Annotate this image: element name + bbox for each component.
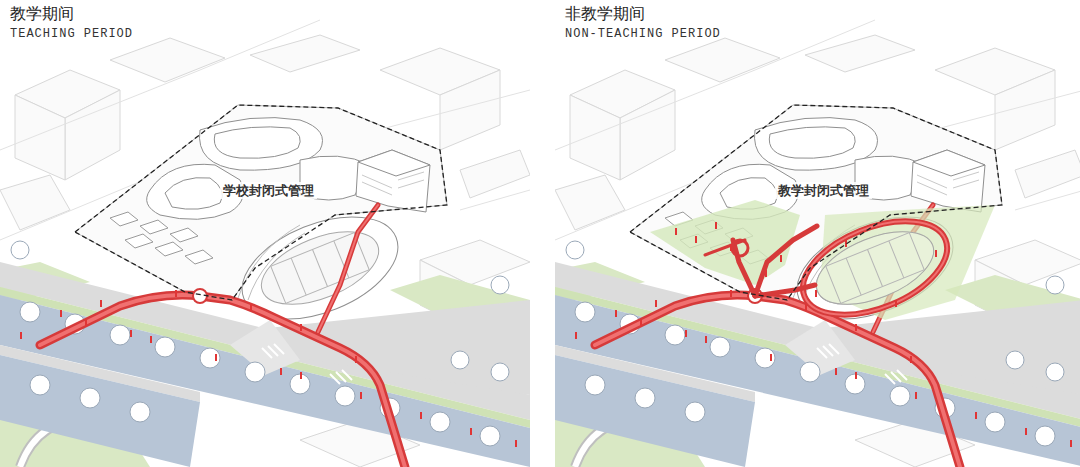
panel-title: 教学期间	[10, 4, 74, 24]
panel-subtitle: NON-TEACHING PERIOD	[565, 27, 721, 41]
zone-outline	[75, 105, 447, 300]
management-zone: 教学封闭式管理	[630, 105, 1002, 300]
teaching-site	[0, 0, 530, 467]
panel-title: 非教学期间	[565, 4, 645, 24]
dashed-boundary	[75, 105, 447, 300]
non-teaching-site	[555, 0, 1080, 467]
panel-subtitle: TEACHING PERIOD	[10, 27, 133, 41]
zone-outline	[630, 105, 1002, 300]
zone-label: 教学封闭式管理	[775, 182, 872, 199]
management-zone: 学校封闭式管理	[75, 105, 447, 300]
open-routes	[650, 200, 995, 334]
zone-label: 学校封闭式管理	[220, 182, 317, 199]
dashed-boundary	[630, 105, 1002, 300]
